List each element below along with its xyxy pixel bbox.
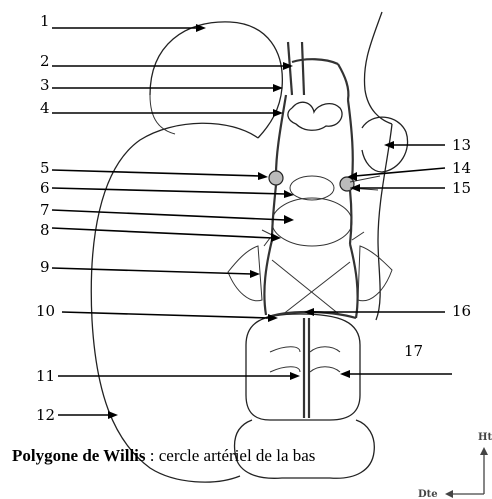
arrow-9 <box>52 268 252 274</box>
arrow-7 <box>52 210 286 220</box>
label-16: 16 <box>452 302 471 320</box>
caption-title: Polygone de Willis <box>12 446 146 465</box>
label-17: 17 <box>404 342 423 360</box>
pons-line-d <box>310 367 340 372</box>
frontal-lobe-outline <box>150 22 282 138</box>
arrowhead-9 <box>250 270 260 278</box>
caption-rest: : cercle artériel de la bas <box>146 446 316 465</box>
hemisphere-outline <box>91 123 258 482</box>
posterior-communicating-right <box>350 190 352 244</box>
branch-l2 <box>264 238 270 246</box>
vessel-right-ant <box>338 64 348 100</box>
superior-cerebellar-cross-b <box>282 262 350 315</box>
label-15: 15 <box>452 179 471 197</box>
label-2: 2 <box>40 52 50 70</box>
arrow-8 <box>52 228 273 238</box>
label-5: 5 <box>40 159 50 177</box>
label-14: 14 <box>452 159 471 177</box>
branch-l1 <box>262 230 272 235</box>
brain-drawing <box>91 12 407 482</box>
arrow-14 <box>355 168 445 176</box>
optic-chiasm <box>288 102 342 130</box>
branch-r3 <box>352 232 364 240</box>
arrow-5 <box>52 170 260 176</box>
label-6: 6 <box>40 179 50 197</box>
posterior-cerebral-left <box>264 240 272 315</box>
label-9: 9 <box>40 258 50 276</box>
label-1: 1 <box>40 12 50 30</box>
arrowhead-5 <box>258 172 268 180</box>
arrow-6 <box>52 188 286 194</box>
internal-carotid-right <box>348 100 353 180</box>
anterior-cerebral-left <box>288 42 292 95</box>
anterior-communicating <box>292 59 338 64</box>
axis-label-right: Dte <box>418 489 438 499</box>
label-7: 7 <box>40 201 50 219</box>
label-3: 3 <box>40 76 50 94</box>
arrowhead-17 <box>340 370 350 378</box>
tuber-cinereum <box>290 176 334 200</box>
label-12: 12 <box>36 406 55 424</box>
pons-line-b <box>310 347 340 352</box>
arrowhead-2 <box>283 62 293 70</box>
posterior-cerebral-right <box>350 244 358 318</box>
pons-line-a <box>270 347 300 352</box>
label-4: 4 <box>40 99 50 117</box>
label-11: 11 <box>36 367 55 385</box>
hemisphere-inner-line <box>150 95 175 134</box>
arrowhead-7 <box>284 215 294 224</box>
arrow-10 <box>62 312 270 318</box>
arrowhead-12 <box>108 411 118 419</box>
superior-cerebellar-cross-a <box>272 260 340 315</box>
right-hemisphere-edge <box>364 12 392 124</box>
label-13: 13 <box>452 136 471 154</box>
figure-caption: Polygone de Willis : cercle artériel de … <box>12 446 315 466</box>
label-8: 8 <box>40 221 50 239</box>
right-lower-outline <box>376 124 392 320</box>
label-10: 10 <box>36 302 55 320</box>
pons-line-c <box>270 367 300 372</box>
anterior-cerebral-right <box>302 42 304 95</box>
axis-up-arrowhead <box>480 447 488 455</box>
arrowhead-11 <box>290 372 300 380</box>
carotid-stump-left <box>269 171 283 185</box>
arrowhead-8 <box>271 233 281 242</box>
axis-left-arrowhead <box>445 490 453 498</box>
orientation-indicator: Ht Dte <box>418 432 492 499</box>
right-midbrain-outline <box>358 246 392 301</box>
leader-arrows <box>52 24 452 419</box>
carotid-stump-right <box>340 177 354 191</box>
axis-label-up: Ht <box>478 432 492 443</box>
